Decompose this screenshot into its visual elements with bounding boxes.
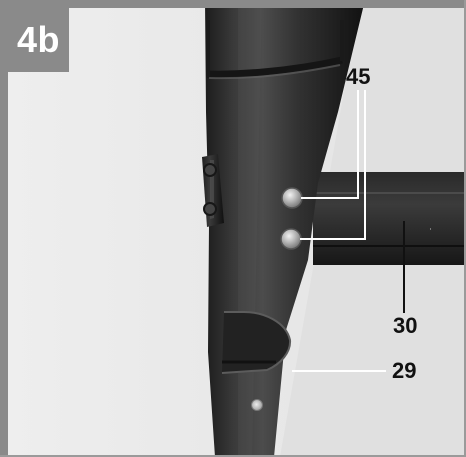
bottom-frame-line <box>0 455 466 457</box>
figure-step-badge: 4b <box>8 8 69 72</box>
callout-30: 30 <box>393 313 418 338</box>
callout-29: 29 <box>392 358 417 383</box>
left-frame-line <box>0 0 8 457</box>
callout-45: 45 <box>346 64 371 89</box>
right-frame-line <box>464 0 466 457</box>
top-frame-line <box>0 0 466 8</box>
